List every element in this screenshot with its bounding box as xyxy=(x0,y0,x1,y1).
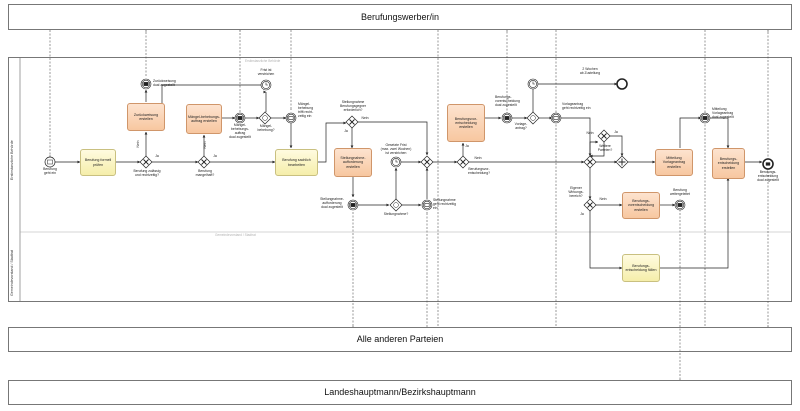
pool-title: Landeshauptmann/Bezirkshauptmann xyxy=(324,387,476,397)
event-gateway xyxy=(389,198,403,212)
task-berufung-pruefen: Berufung formell prüfen xyxy=(80,149,116,176)
label-vorlage-ein: Vorlageantrag geht rechtzeitig ein xyxy=(562,102,591,110)
task-maengelbehebungsauftrag: Mängel-behebungs-auftrag erstellen xyxy=(186,104,222,134)
label-zurueckweisung-zugestellt: Zurückweisung dual zugestellt xyxy=(153,79,176,87)
event-gateway-icon xyxy=(530,115,536,121)
label-be-zugestellt: Berufungs- entscheidung dual zugestellt xyxy=(757,170,779,182)
event-gateway-icon xyxy=(262,115,268,121)
sequence-flow xyxy=(589,211,623,270)
sequence-flow xyxy=(679,116,702,148)
x-icon xyxy=(601,133,607,139)
x-icon xyxy=(587,159,593,165)
task-stellungnahmeaufforderung: Stellungnahme-aufforderung erstellen xyxy=(334,148,372,177)
label-ja: Ja xyxy=(614,130,618,134)
label-stellungnahme: Stellungnahme? xyxy=(383,212,409,216)
label-bve-frage: Berufungsvor- entscheidung? xyxy=(467,167,491,175)
label-nein: Nein xyxy=(586,131,594,135)
label-zulaessig: Berufung zulässig und rechtzeitig? xyxy=(133,169,161,177)
start-event xyxy=(44,156,56,168)
task-berufung-bearbeiten: Berufung sachlich bearbeiten xyxy=(275,149,318,176)
message-icon xyxy=(47,159,53,165)
label-zwei-wochen: 2 Wochen ab Zustellung xyxy=(579,67,601,75)
label-eigener-wirkungsbereich: Eigener Wirkungs- bereich? xyxy=(568,186,584,198)
label-stellung-dual: Stellungnahme- aufforderung dual zugeste… xyxy=(320,197,344,209)
label-start: Berufung geht ein xyxy=(43,167,57,175)
lane-ghost-title: Erstinstanzliche Behörde xyxy=(245,59,281,63)
task-berufungsvorentscheidung-2: Berufungs-vorentscheidung erstellen xyxy=(622,192,660,219)
pool-title: Alle anderen Parteien xyxy=(356,334,444,344)
task-mitteilung-vorlageantrag: Mitteilung Vorlageantrag erstellen xyxy=(655,149,693,176)
x-icon xyxy=(587,202,593,208)
label-nein: Nein xyxy=(136,140,141,148)
label-bve-zugestellt: Berufungs- vorentscheidung dual zugestel… xyxy=(495,95,520,107)
sequence-flow xyxy=(358,121,429,156)
label-gesetzte-frist: Gesetzte Frist (max. zwei Wochen) ist ve… xyxy=(380,143,412,155)
event-gateway xyxy=(258,111,272,125)
task-berufungsentscheidung-faellen: Berufungs-entscheidung fällen xyxy=(622,254,660,282)
sequence-flow xyxy=(710,117,730,149)
event-gateway-icon xyxy=(393,202,399,208)
label-ja: Ja xyxy=(580,212,584,216)
x-icon xyxy=(201,159,207,165)
task-zurueckweisung: Zurückweisung erstellen xyxy=(127,103,165,131)
x-icon xyxy=(349,119,355,125)
pool-title: Berufungswerber/in xyxy=(360,12,440,22)
sequence-flow xyxy=(560,117,592,157)
label-nein: Nein xyxy=(474,156,482,160)
pool-landeshauptmann: Landeshauptmann/Bezirkshauptmann xyxy=(8,380,792,405)
sequence-flow xyxy=(610,135,624,157)
label-mitteilung-zugestellt: Mitteilung Vorlageantrag dual zugestellt xyxy=(712,107,734,119)
label-maengelbehebung: Mängel- behebung? xyxy=(257,124,275,132)
label-stellung-ein: Stellungnahme geht rechtzeitig ein xyxy=(433,198,456,210)
label-ja: Ja xyxy=(344,129,348,133)
message-icon xyxy=(765,162,771,166)
lane-ghost-title: Gemeindevorstand / Stadtrat xyxy=(215,233,256,237)
pool-behoerde xyxy=(8,57,792,302)
pool-berufungswerber: Berufungswerber/in xyxy=(8,4,792,30)
sequence-flow xyxy=(160,84,268,109)
label-mangelhaft: Berufung mangelhaft? xyxy=(195,169,215,177)
sequence-flow xyxy=(589,140,599,156)
event-gateway xyxy=(526,111,540,125)
label-vorlage: Vorlage- antrag? xyxy=(514,122,528,130)
task-berufungsvorentscheidung: Berufungsvor-entscheidung erstellen xyxy=(447,104,485,142)
x-icon xyxy=(143,159,149,165)
label-frist: Frist ist verstrichen xyxy=(257,68,275,76)
x-icon xyxy=(460,159,466,165)
plus-icon xyxy=(618,158,626,166)
task-berufungsentscheidung-erstellen: Berufungs-entscheidung erstellen xyxy=(712,148,745,179)
end-event xyxy=(616,78,628,90)
label-ja: Ja xyxy=(465,144,469,148)
label-ja: Ja xyxy=(213,154,217,158)
label-weitere-parteien: Weitere Parteien? xyxy=(597,144,613,152)
label-weitergeleitet: Berufung weitergeleitet xyxy=(670,188,690,196)
pool-andere-parteien: Alle anderen Parteien xyxy=(8,327,792,352)
label-maengel-erfolgt: Mängel- behebung trifft recht- zeitig ei… xyxy=(298,102,314,118)
label-stellung-erforderlich: Stellungnahme Berufungsgegner erforderli… xyxy=(339,100,366,112)
sequence-flow xyxy=(660,177,730,269)
label-ja: Ja xyxy=(155,154,159,158)
sequence-flow xyxy=(318,121,347,163)
label-maengel-zugestellt: Mängel- behebungs- auftrag dual zugestel… xyxy=(229,123,251,139)
label-nein: Nein xyxy=(203,141,208,149)
sequence-flow xyxy=(589,142,605,158)
x-icon xyxy=(424,159,430,165)
label-nein: Nein xyxy=(599,197,607,201)
label-nein: Nein xyxy=(361,116,369,120)
